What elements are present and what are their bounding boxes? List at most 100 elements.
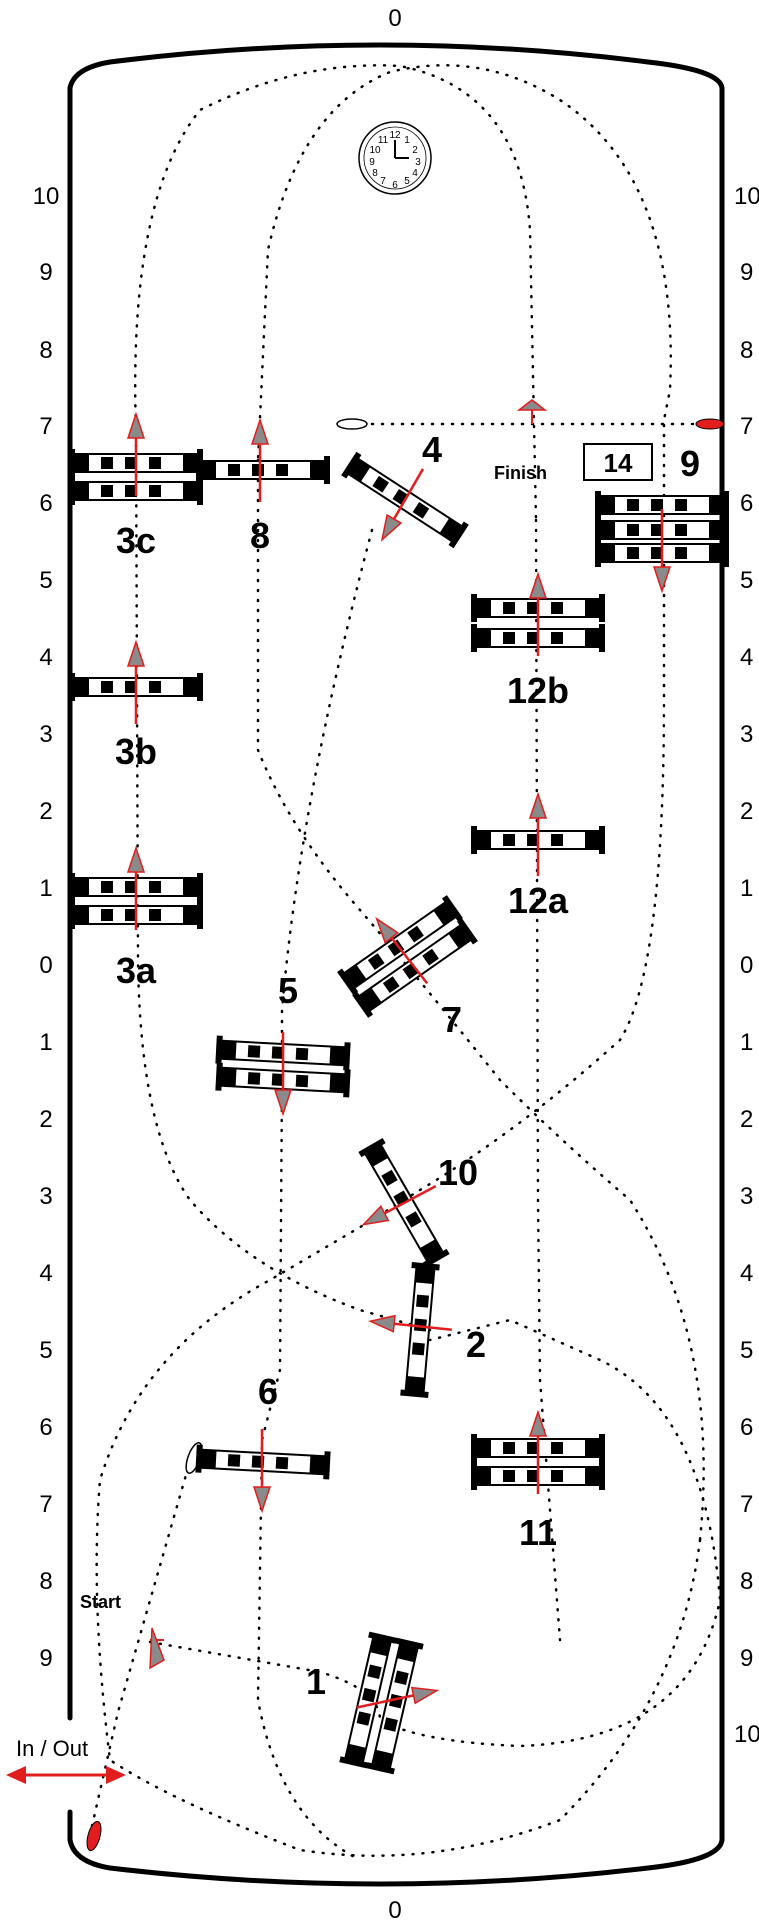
right-ruler-label: 5 bbox=[740, 567, 753, 594]
left-ruler-label: 1 bbox=[39, 875, 52, 902]
left-ruler-label: 1 bbox=[39, 1029, 52, 1056]
right-ruler-label: 2 bbox=[740, 798, 753, 825]
left-ruler-label: 6 bbox=[39, 1414, 52, 1441]
obstacle-5 bbox=[214, 1030, 352, 1116]
finish-marker-red bbox=[695, 418, 725, 430]
svg-text:9: 9 bbox=[369, 157, 375, 168]
obstacle-3a bbox=[68, 846, 204, 932]
obstacle-3c bbox=[68, 412, 331, 506]
svg-text:4: 4 bbox=[412, 168, 418, 179]
right-ruler-label: 4 bbox=[740, 1260, 753, 1287]
svg-text:3: 3 bbox=[415, 157, 421, 168]
svg-text:10: 10 bbox=[369, 145, 381, 156]
left-ruler-label: 9 bbox=[39, 259, 52, 286]
obstacle-12a bbox=[470, 792, 606, 878]
bottom-marker: 0 bbox=[388, 1897, 401, 1924]
left-ruler-label: 7 bbox=[39, 413, 52, 440]
right-ruler-label: 1 bbox=[740, 875, 753, 902]
right-ruler-label: 0 bbox=[740, 952, 753, 979]
left-ruler-label: 2 bbox=[39, 1106, 52, 1133]
obstacle-label-1: 1 bbox=[306, 1661, 326, 1702]
svg-text:2: 2 bbox=[412, 145, 418, 156]
course-path bbox=[90, 64, 722, 1862]
finish-arrow bbox=[516, 399, 548, 424]
svg-text:6: 6 bbox=[392, 180, 398, 191]
obstacle-4 bbox=[340, 450, 470, 550]
obstacle-9 bbox=[594, 490, 730, 593]
obstacle-label-11: 11 bbox=[519, 1512, 557, 1553]
finish-label: Finish bbox=[494, 463, 547, 483]
svg-text:7: 7 bbox=[380, 176, 386, 187]
obstacle-11 bbox=[470, 1410, 606, 1496]
svg-text:1: 1 bbox=[404, 135, 410, 146]
obstacle-label-3c: 3c bbox=[116, 520, 156, 561]
right-ruler-label: 9 bbox=[740, 259, 753, 286]
obstacle-6 bbox=[194, 1427, 332, 1513]
left-ruler-label: 10 bbox=[33, 183, 60, 210]
right-ruler-label: 5 bbox=[740, 1337, 753, 1364]
left-ruler-label: 3 bbox=[39, 1183, 52, 1210]
obstacle-12b bbox=[470, 572, 606, 658]
start-marker-red bbox=[86, 1820, 102, 1852]
obstacle-3b bbox=[68, 640, 204, 726]
right-ruler-label: 2 bbox=[740, 1106, 753, 1133]
right-ruler-label: 3 bbox=[740, 1183, 753, 1210]
right-ruler: 10 9 8 7 6 5 4 3 2 1 0 1 2 3 4 5 6 7 8 9… bbox=[734, 183, 759, 1748]
svg-text:5: 5 bbox=[404, 176, 410, 187]
svg-text:11: 11 bbox=[378, 135, 389, 146]
right-ruler-label: 4 bbox=[740, 644, 753, 671]
right-ruler-label: 7 bbox=[740, 413, 753, 440]
obstacle-label-12a: 12a bbox=[508, 880, 569, 921]
left-ruler-label: 4 bbox=[39, 1260, 52, 1287]
left-ruler-label: 6 bbox=[39, 490, 52, 517]
arena-outline bbox=[67, 42, 725, 1887]
finish-marker-white bbox=[336, 418, 368, 430]
clock-icon: 12 1 2 3 4 5 6 7 8 9 10 11 bbox=[358, 121, 432, 195]
in-out-arrow bbox=[6, 1766, 126, 1784]
start-label: Start bbox=[80, 1592, 121, 1612]
obstacle-label-10: 10 bbox=[438, 1152, 478, 1193]
left-ruler-label: 5 bbox=[39, 1337, 52, 1364]
left-ruler-label: 2 bbox=[39, 798, 52, 825]
obstacle-1 bbox=[338, 1630, 440, 1776]
left-ruler-label: 7 bbox=[39, 1491, 52, 1518]
obstacle-label-5: 5 bbox=[278, 970, 298, 1011]
right-ruler-label: 10 bbox=[734, 183, 759, 210]
left-ruler-label: 3 bbox=[39, 721, 52, 748]
right-ruler-label: 8 bbox=[740, 337, 753, 364]
obstacle-2 bbox=[368, 1261, 454, 1399]
left-ruler-label: 4 bbox=[39, 644, 52, 671]
obstacle-10 bbox=[357, 1136, 451, 1270]
time-box-value: 14 bbox=[604, 448, 633, 478]
right-ruler-label: 8 bbox=[740, 1568, 753, 1595]
right-ruler-label: 9 bbox=[740, 1645, 753, 1672]
right-ruler-label: 6 bbox=[740, 1414, 753, 1441]
time-box bbox=[583, 443, 653, 481]
right-ruler-label: 7 bbox=[740, 1491, 753, 1518]
left-ruler-label: 5 bbox=[39, 567, 52, 594]
svg-text:12: 12 bbox=[389, 130, 401, 141]
obstacle-label-12b: 12b bbox=[507, 670, 569, 711]
obstacle-label-3b: 3b bbox=[115, 731, 157, 772]
left-ruler-label: 9 bbox=[39, 1645, 52, 1672]
right-ruler-label: 6 bbox=[740, 490, 753, 517]
in-out-label: In / Out bbox=[16, 1736, 88, 1761]
obstacle-label-8: 8 bbox=[250, 515, 270, 556]
obstacle-label-2: 2 bbox=[466, 1324, 486, 1365]
left-ruler-label: 0 bbox=[39, 952, 52, 979]
obstacle-label-9: 9 bbox=[680, 443, 700, 484]
svg-text:8: 8 bbox=[372, 168, 378, 179]
obstacle-label-4: 4 bbox=[422, 429, 442, 470]
right-ruler-label: 10 bbox=[734, 1721, 759, 1748]
left-ruler-label: 8 bbox=[39, 1568, 52, 1595]
obstacle-label-7: 7 bbox=[442, 999, 462, 1040]
left-ruler: 10 9 8 7 6 5 4 3 2 1 0 1 2 3 4 5 6 7 8 9 bbox=[33, 183, 60, 1672]
obstacle-label-3a: 3a bbox=[116, 950, 157, 991]
obstacle-label-6: 6 bbox=[258, 1371, 278, 1412]
start-arrow bbox=[149, 1627, 165, 1670]
left-ruler-label: 8 bbox=[39, 337, 52, 364]
top-marker: 0 bbox=[388, 5, 401, 32]
right-ruler-label: 1 bbox=[740, 1029, 753, 1056]
right-ruler-label: 3 bbox=[740, 721, 753, 748]
